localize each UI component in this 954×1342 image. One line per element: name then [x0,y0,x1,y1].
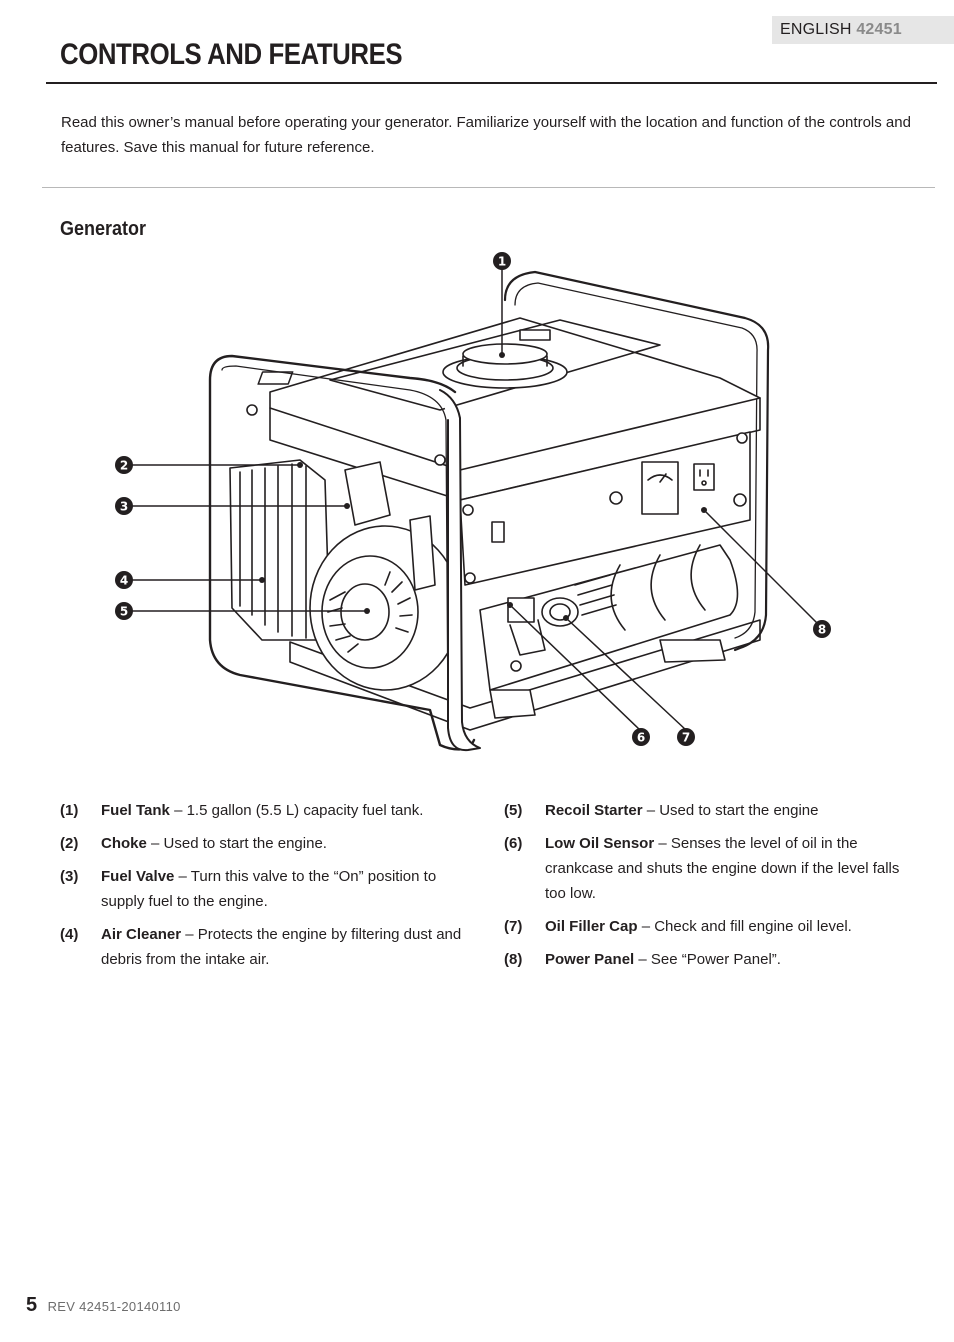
feature-item: (6) Low Oil Sensor – Senses the level of… [504,831,914,906]
svg-text:6: 6 [637,731,645,745]
feature-number: (8) [504,951,523,968]
revision-label: REV 42451-20140110 [47,1299,181,1314]
page-number: 5 [26,1294,38,1316]
alternator [479,544,739,691]
feature-number: (6) [504,835,523,852]
feature-name: Power Panel [545,951,635,968]
feature-name: Fuel Valve [101,868,175,885]
callout-1: 1 [493,252,511,270]
page-footer: 5 REV 42451-20140110 [26,1294,181,1317]
feature-number: (1) [60,802,79,819]
section-divider [42,187,935,188]
svg-text:2: 2 [120,459,128,473]
feature-list-right: (5) Recoil Starter – Used to start the e… [504,798,914,980]
language-tab: ENGLISH 42451 [772,16,954,44]
intro-paragraph: Read this owner’s manual before operatin… [61,114,911,156]
callout-7: 7 [677,728,695,746]
model-number: 42451 [856,21,902,38]
feature-list-left: (1) Fuel Tank – 1.5 gallon (5.5 L) capac… [60,798,480,980]
feature-name: Fuel Tank [101,802,170,819]
language-label: ENGLISH [780,21,852,38]
feature-number: (2) [60,835,79,852]
feature-item: (7) Oil Filler Cap – Check and fill engi… [504,914,914,939]
callout-5: 5 [115,602,133,620]
svg-text:4: 4 [120,574,128,588]
leader-lines [130,267,819,731]
feature-description: – Check and fill engine oil level. [637,918,852,935]
svg-text:3: 3 [120,500,128,514]
leader-dots [259,352,707,621]
svg-text:5: 5 [120,605,128,619]
feature-description: – 1.5 gallon (5.5 L) capacity fuel tank. [169,802,424,819]
oil-filler-area [507,597,579,656]
feature-description: – Turn this valve to the “On” position t… [101,868,437,910]
callout-3: 3 [115,497,133,515]
feature-description: – Used to start the engine. [146,835,327,852]
feature-number: (3) [60,868,79,885]
recoil-starter [309,461,461,691]
svg-text:7: 7 [682,731,690,745]
feature-number: (7) [504,918,523,935]
feature-item: (8) Power Panel – See “Power Panel”. [504,947,914,972]
callout-8: 8 [813,620,831,638]
title-rule [46,82,937,84]
callout-6: 6 [632,728,650,746]
rear-frame [503,270,770,652]
feature-name: Low Oil Sensor [545,835,655,852]
feature-item: (1) Fuel Tank – 1.5 gallon (5.5 L) capac… [60,798,480,823]
callout-4: 4 [115,571,133,589]
feature-number: (5) [504,802,523,819]
feature-name: Air Cleaner [101,926,182,943]
feature-item: (2) Choke – Used to start the engine. [60,831,480,856]
feature-number: (4) [60,926,79,943]
svg-text:1: 1 [498,255,506,269]
generator-base [289,619,761,731]
feature-name: Oil Filler Cap [545,918,638,935]
callout-2: 2 [115,456,133,474]
feature-description: – Used to start the engine [642,802,819,819]
feature-item: (4) Air Cleaner – Protects the engine by… [60,922,480,972]
feature-name: Recoil Starter [545,802,643,819]
svg-text:8: 8 [818,623,826,637]
fuel-cap [442,343,568,389]
feature-item: (3) Fuel Valve – Turn this valve to the … [60,864,480,914]
feature-description: – See “Power Panel”. [634,951,781,968]
generator-illustration: 1 2 3 4 5 6 7 8 [115,252,831,752]
feature-description: – Protects the engine by filtering dust … [101,926,462,968]
feature-description: – Senses the level of oil in the crankca… [545,835,900,902]
feature-item: (5) Recoil Starter – Used to start the e… [504,798,914,823]
section-title: Generator [60,218,147,240]
power-panel [459,431,751,586]
page-title: CONTROLS AND FEATURES [60,38,403,71]
feature-name: Choke [101,835,147,852]
fuel-tank [257,317,761,501]
